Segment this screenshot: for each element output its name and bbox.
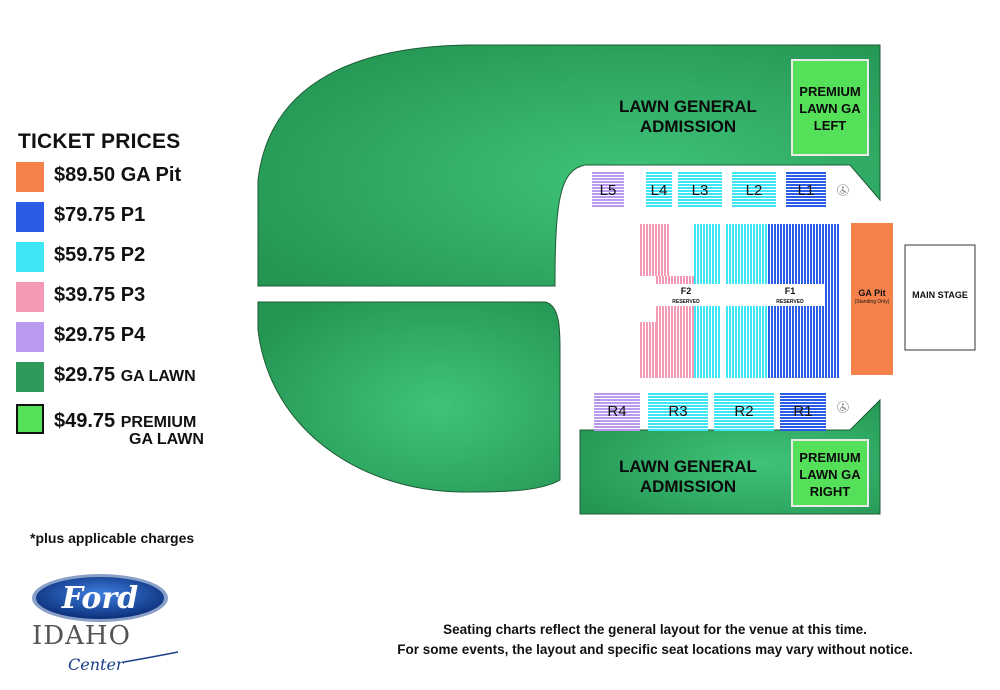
logo-script: Center [68, 655, 125, 674]
premium-right-label-2: LAWN GA [799, 467, 861, 482]
legend-label: PREMIUM [120, 414, 197, 431]
ga-pit-swatch [16, 162, 44, 192]
main-stage [904, 244, 976, 351]
section-label: R3 [668, 403, 687, 420]
ga-pit-section[interactable] [851, 223, 893, 375]
legend-label: GA LAWN [120, 368, 196, 385]
f2-label: F2 [681, 286, 692, 296]
lawn-upper-label-1: LAWN GENERAL [619, 97, 757, 116]
legend-item-premium-ga-lawn: $49.75 PREMIUM GA LAWN [54, 410, 204, 449]
legend-item-p4: $29.75 P4 [54, 324, 145, 347]
wheelchair-icon [837, 401, 849, 413]
upper-section-l1[interactable] [786, 172, 826, 207]
legend-item-p2: $59.75 P2 [54, 244, 145, 267]
upper-section-l4[interactable] [646, 172, 672, 207]
premium-ga-lawn-swatch [16, 404, 44, 434]
lawn-upper-label-2: ADMISSION [640, 117, 736, 136]
premium-right-label-3: RIGHT [810, 484, 851, 499]
legend-price: $29.75 [54, 364, 116, 386]
lower-section-r2[interactable] [714, 393, 774, 431]
f2-note: RESERVED [672, 299, 700, 305]
lawn-upper-section[interactable] [257, 44, 881, 287]
premium-right-label-1: PREMIUM [799, 450, 860, 465]
f1-label: F1 [785, 286, 796, 296]
premium-left-label-1: PREMIUM [799, 84, 860, 99]
floor-f2-p3-upper[interactable] [640, 224, 669, 276]
ga-pit-label: GA Pit [858, 288, 885, 298]
legend-price: $29.75 [54, 324, 116, 346]
premium-left-label-2: LAWN GA [799, 101, 861, 116]
legend-label: P1 [120, 204, 146, 226]
lawn-lower-label-1: LAWN GENERAL [619, 457, 757, 476]
legend-item-ga-lawn: $29.75 GA LAWN [54, 364, 196, 387]
lawn-lower-section-left[interactable] [257, 301, 561, 493]
legend-label: P2 [120, 244, 146, 266]
f1-note: RESERVED [776, 299, 804, 305]
legend-price: $39.75 [54, 284, 116, 306]
lower-section-r3[interactable] [648, 393, 708, 431]
section-label: R2 [734, 403, 753, 420]
legend-price: $89.50 [54, 164, 116, 186]
floor-label-band [656, 284, 824, 306]
p2-swatch [16, 242, 44, 272]
charges-note: *plus applicable charges [30, 530, 195, 546]
premium-lawn-right[interactable] [791, 439, 869, 507]
logo-oval [36, 577, 164, 619]
legend-sublabel: GA LAWN [129, 431, 204, 448]
section-label: L2 [746, 182, 763, 199]
legend-label: GA Pit [120, 164, 182, 186]
upper-section-l3[interactable] [678, 172, 722, 207]
section-label: L1 [798, 182, 815, 199]
p3-swatch [16, 282, 44, 312]
legend-label: P4 [120, 324, 146, 346]
p1-swatch [16, 202, 44, 232]
legend-title: TICKET PRICES [18, 130, 181, 153]
section-label: R4 [607, 403, 626, 420]
lower-section-r1[interactable] [780, 393, 826, 431]
ford-idaho-center-logo: Ford IDAHO Center [32, 574, 179, 674]
lower-section-r4[interactable] [594, 393, 640, 431]
disclaimer: Seating charts reflect the general layou… [360, 620, 950, 660]
legend-item-p3: $39.75 P3 [54, 284, 145, 307]
wheelchair-icon [837, 184, 849, 196]
legend-item-ga-pit: $89.50 GA Pit [54, 164, 181, 187]
lawn-lower-label-2: ADMISSION [640, 477, 736, 496]
logo-brand: Ford [61, 581, 138, 616]
p4-swatch [16, 322, 44, 352]
section-label: R1 [793, 403, 812, 420]
logo-venue: IDAHO [32, 621, 131, 651]
main-stage-label: MAIN STAGE [912, 290, 968, 300]
legend-price: $49.75 [54, 410, 116, 432]
premium-lawn-left[interactable] [791, 59, 869, 156]
section-label: L3 [692, 182, 709, 199]
ga-lawn-swatch [16, 362, 44, 392]
section-label: L5 [600, 182, 617, 199]
upper-section-l5[interactable] [592, 172, 624, 207]
legend-price: $79.75 [54, 204, 116, 226]
premium-left-label-3: LEFT [814, 118, 847, 133]
legend-price: $59.75 [54, 244, 116, 266]
legend-item-p1: $79.75 P1 [54, 204, 145, 227]
disclaimer-line-1: Seating charts reflect the general layou… [443, 622, 867, 637]
upper-section-l2[interactable] [732, 172, 776, 207]
section-label: L4 [651, 182, 668, 199]
ga-pit-note: (Standing Only) [855, 299, 890, 305]
legend-label: P3 [120, 284, 146, 306]
disclaimer-line-2: For some events, the layout and specific… [397, 642, 913, 657]
